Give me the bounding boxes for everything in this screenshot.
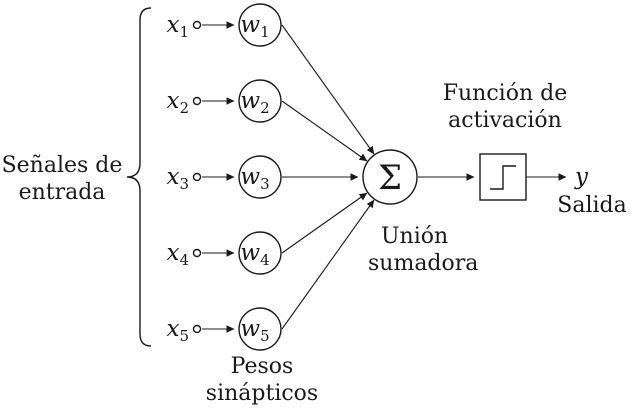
input-node [192,248,202,258]
weight-node-circle [238,3,282,47]
activation-caption-line2: activación [448,108,562,133]
output-caption: Salida [557,193,626,218]
weight-node-circle [238,79,282,123]
sum-node-circle [362,149,418,205]
input-label: x2 [166,88,189,117]
weight-label-sub: 2 [260,99,270,117]
input-node [192,20,202,30]
weight-node-circle [238,155,282,199]
input-group-label-line2: entrada [19,180,106,205]
input-label: x5 [166,316,189,345]
input-label-sub: 5 [179,327,189,345]
weight-arrow [281,100,368,162]
weight-arrow [281,192,368,254]
weight-label: w3 [240,164,269,193]
weight-label: w2 [240,88,269,117]
input-label-base: x [166,240,179,266]
weight-node-circle [238,307,282,351]
weight-label-sub: 4 [260,251,270,269]
weights-caption-line2: sinápticos [206,381,318,406]
step-function-icon [490,165,516,190]
weight-label-base: w [240,88,260,114]
input-group-label-line1: Señales de [2,153,123,178]
input-node [192,324,202,334]
weight-arrow [281,24,375,155]
input-label: x4 [166,240,189,269]
input-row: x3 w3 [166,155,359,199]
weight-label: w1 [240,12,269,41]
input-node [192,172,202,182]
weight-label-base: w [240,164,260,190]
activation-caption-line1: Función de [443,81,567,106]
weight-label-sub: 5 [260,327,270,345]
input-row: x2 w2 [166,79,368,162]
weight-node-circle [238,231,282,275]
sum-caption-line2: sumadora [368,251,478,276]
weight-label: w4 [240,240,269,269]
input-label: x3 [166,164,189,193]
output-symbol: y [574,164,589,190]
weight-label-base: w [240,316,260,342]
input-label-sub: 2 [179,99,189,117]
sum-caption-line1: Unión [381,224,448,249]
input-label-sub: 3 [179,175,189,193]
input-label-base: x [166,88,179,114]
input-label-sub: 1 [179,23,189,41]
input-node [192,96,202,106]
input-label-base: x [166,164,179,190]
input-row: x1 w1 [166,3,375,155]
weight-label: w5 [240,316,269,345]
weight-label-base: w [240,12,260,38]
curly-brace [126,7,152,347]
weight-arrow [281,199,375,330]
input-label: x1 [166,12,189,41]
input-label-base: x [166,316,179,342]
weight-label-sub: 1 [260,23,270,41]
weights-caption-line1: Pesos [231,354,294,379]
weight-label-base: w [240,240,260,266]
sum-symbol: Σ [378,158,402,198]
weight-label-sub: 3 [260,175,270,193]
input-row: x4 w4 [166,192,368,275]
input-label-sub: 4 [179,251,189,269]
input-label-base: x [166,12,179,38]
input-row: x5 w5 [166,199,375,351]
